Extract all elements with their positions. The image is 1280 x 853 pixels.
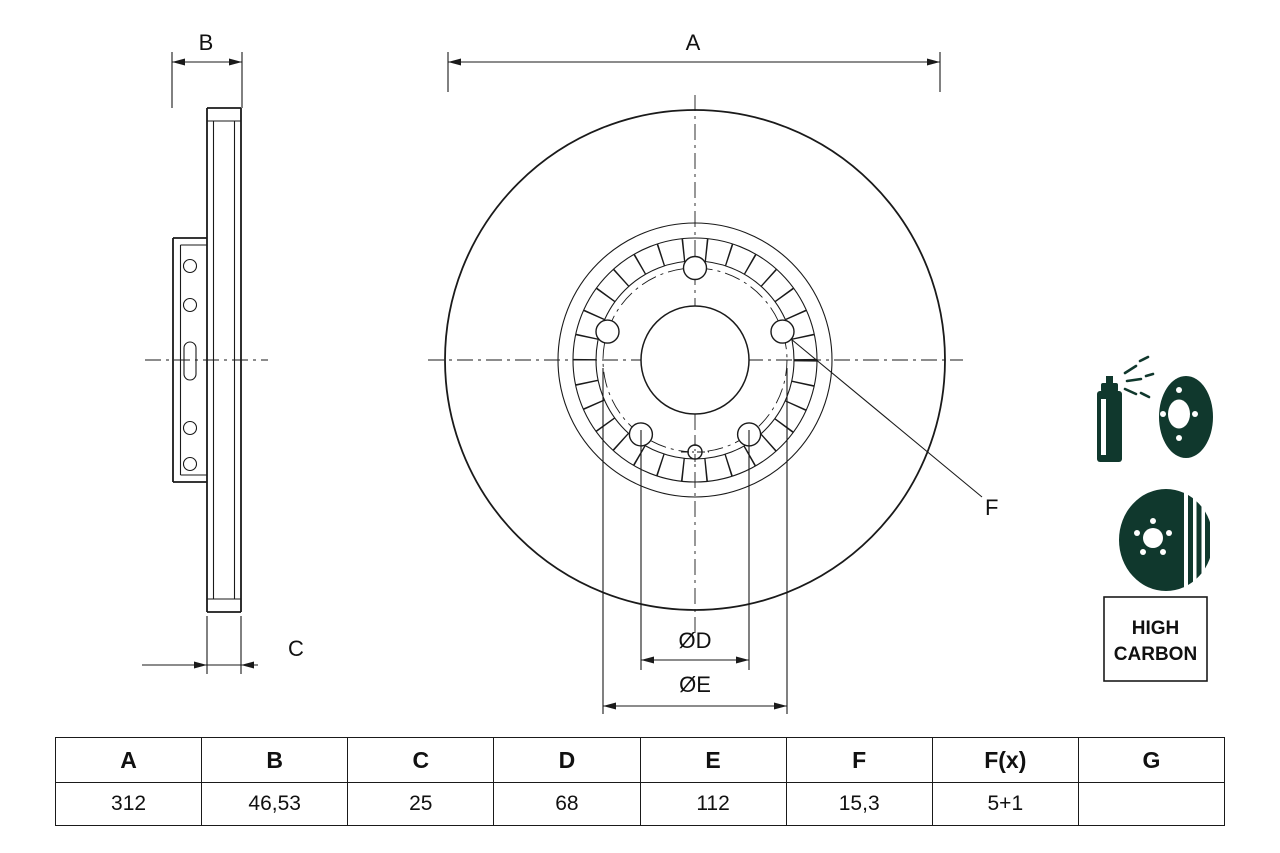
table-value-fx: 5+1: [931, 782, 1079, 826]
dimension-c: C: [142, 616, 304, 674]
hat-slot: [183, 341, 197, 381]
table-header-g: G: [1077, 737, 1226, 783]
dim-label-e: ØE: [679, 672, 711, 697]
table-value-a: 312: [54, 782, 203, 826]
table-header-fx: F(x): [931, 737, 1079, 783]
side-view-section: [145, 107, 268, 613]
table-value-d: 68: [493, 782, 641, 826]
table-header-a: A: [54, 737, 203, 783]
dim-label-c: C: [288, 636, 304, 661]
table-header-row: A B C D E F F(x) G: [54, 737, 1226, 783]
badge-line2: CARBON: [1114, 644, 1197, 665]
table-value-f: 15,3: [785, 782, 933, 826]
center-bore: [640, 305, 750, 415]
dimension-e: ØE: [602, 368, 788, 714]
hat-hole: [182, 258, 198, 274]
bolt-hole: [770, 319, 795, 344]
hat-hole: [182, 456, 198, 472]
dim-label-f: F: [985, 495, 998, 520]
knurl-ticks: [573, 238, 817, 482]
table-value-b: 46,53: [201, 782, 349, 826]
dim-label-d: ØD: [679, 628, 712, 653]
pitch-circle: [602, 267, 788, 453]
coating-spray-disc-icon: [1097, 376, 1213, 462]
spray-fan: [1123, 355, 1155, 399]
table-value-row: 312 46,53 25 68 112 15,3 5+1: [54, 782, 1226, 826]
technical-drawing: B C: [142, 30, 1213, 714]
dimension-f: F: [790, 338, 998, 520]
table-header-d: D: [493, 737, 641, 783]
vented-brake-disc-icon: [1119, 489, 1210, 591]
table-value-e: 112: [639, 782, 787, 826]
hat-hole: [182, 297, 198, 313]
table-header-b: B: [201, 737, 349, 783]
bolt-hole: [682, 255, 708, 281]
hat-hole: [182, 420, 198, 436]
table-value-c: 25: [347, 782, 495, 826]
dim-label-b: B: [199, 30, 214, 55]
dimension-a: A: [447, 30, 941, 92]
high-carbon-badge: HIGH CARBON: [1103, 596, 1208, 682]
dimension-d: ØD: [640, 430, 750, 670]
table-header-e: E: [639, 737, 787, 783]
table-value-g: [1077, 782, 1226, 826]
dimension-b: B: [171, 30, 243, 108]
bolt-hole: [595, 319, 620, 344]
dimension-table: A B C D E F F(x) G 312 46,53 25 68 112 1…: [54, 737, 1226, 826]
dimension-table-wrap: A B C D E F F(x) G 312 46,53 25 68 112 1…: [54, 737, 1226, 826]
front-view: [428, 95, 963, 633]
badge-line1: HIGH: [1132, 618, 1180, 639]
table-header-f: F: [785, 737, 933, 783]
dim-label-a: A: [686, 30, 701, 55]
outer-diameter-circle: [444, 109, 946, 611]
table-header-c: C: [347, 737, 495, 783]
